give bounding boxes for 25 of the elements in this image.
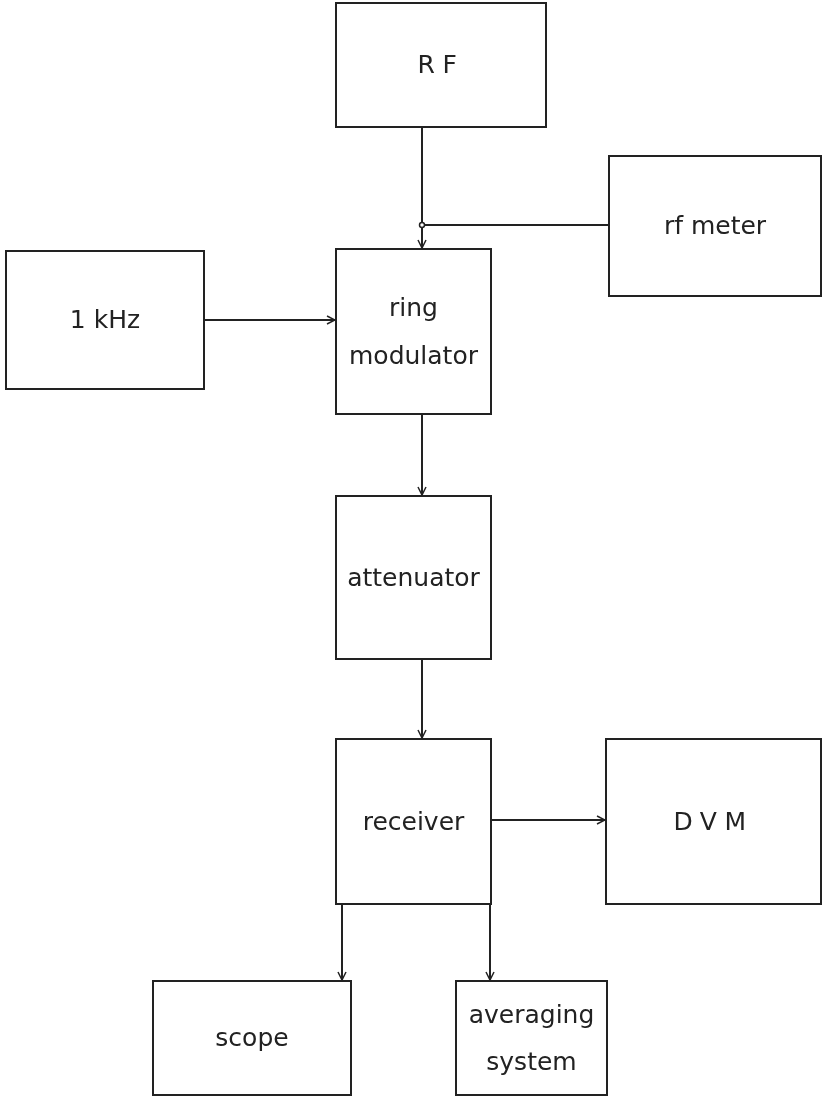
block-label: receiver [361,805,466,838]
voltmeter-box [605,738,822,905]
block-label: 1 kHz [68,304,142,337]
block-label: attenuator [346,561,481,594]
scope-box [152,980,352,1096]
block-label: scope [214,1022,290,1055]
block-label: RF [416,49,466,82]
signal-source-box [335,2,547,128]
block-label: averaging system [467,998,596,1078]
receiver-box [335,738,492,905]
block-label: DVM [672,805,755,838]
arrow [491,815,606,825]
arrow [418,127,609,229]
arrow [485,904,495,981]
block-label: rf meter [662,210,768,243]
arrow [417,414,427,496]
arrow [417,659,427,739]
meter-box [608,155,822,297]
arrow [337,904,347,981]
attenuator-box [335,495,492,660]
oscillator-box [5,250,205,390]
block-label: ring modulator [348,292,479,372]
averaging-box [455,980,608,1096]
arrow [204,315,336,325]
modulator-box [335,248,492,415]
